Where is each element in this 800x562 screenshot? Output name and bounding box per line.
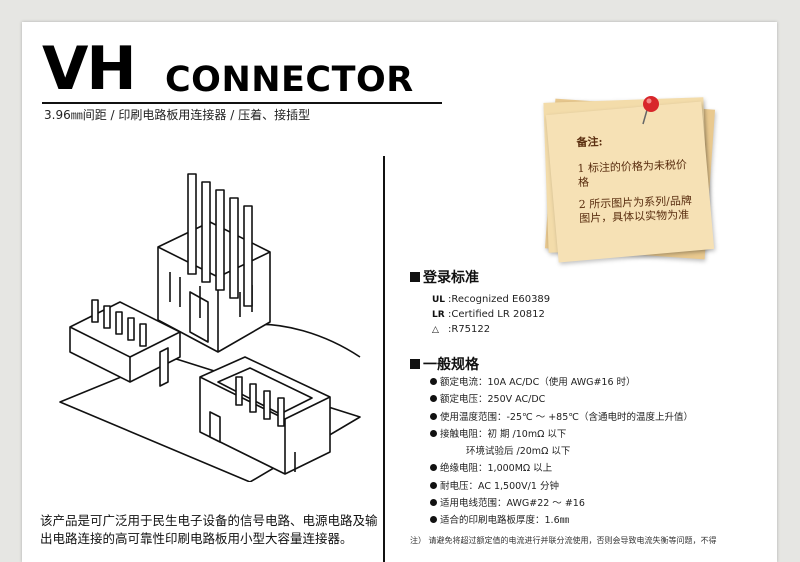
certification-list: UL:Recognized E60389 LR:Certified LR 208… bbox=[432, 292, 550, 337]
note-item: 1 标注的价格为未税价格 bbox=[577, 158, 688, 190]
push-pin-icon bbox=[642, 96, 659, 125]
spec-item: 额定电压：250V AC/DC bbox=[430, 391, 693, 408]
spec-item: 适合的印刷电路板厚度：1.6㎜ bbox=[430, 512, 693, 529]
cert-item: LR:Certified LR 20812 bbox=[432, 307, 550, 322]
connector-illustration bbox=[59, 173, 361, 482]
square-bullet-icon bbox=[410, 272, 420, 282]
ul-mark-icon: UL bbox=[432, 295, 446, 305]
header-rule bbox=[42, 102, 442, 104]
product-description: 该产品是可广泛用于民生电子设备的信号电路、电源电路及输出电路连接的高可靠性印刷电… bbox=[40, 513, 378, 546]
sticky-note: 备注: 1 标注的价格为未税价格 2 所示图片为系列/品牌图片，具体以实物为准 bbox=[542, 94, 717, 264]
spec-item: 额定电流：10A AC/DC（使用 AWG#16 时） bbox=[430, 374, 693, 391]
specs-heading: 一般规格 bbox=[410, 354, 479, 374]
triangle-mark-icon: △ bbox=[432, 325, 439, 335]
catalog-page: VH CONNECTOR 3.96㎜间距 / 印刷电路板用连接器 / 压着、接插… bbox=[22, 22, 777, 562]
note-item: 2 所示图片为系列/品牌图片，具体以实物为准 bbox=[578, 194, 693, 226]
footnote: 注） 请避免将超过额定值的电流进行并联分流使用，否则会导致电流失衡等问题，不得 bbox=[410, 536, 717, 545]
spec-item: 绝缘电阻：1,000MΩ 以上 bbox=[430, 460, 693, 477]
column-divider bbox=[383, 156, 385, 562]
cert-item: UL:Recognized E60389 bbox=[432, 292, 550, 307]
square-bullet-icon bbox=[410, 359, 420, 369]
brand-subtitle: CONNECTOR bbox=[165, 60, 414, 100]
cert-item: △:R75122 bbox=[432, 322, 550, 337]
note-title: 备注: bbox=[576, 135, 603, 150]
lr-mark-icon: LR bbox=[432, 310, 445, 320]
spec-item: 环境试验后 /20mΩ 以下 bbox=[466, 446, 571, 458]
spec-item: 使用温度范围：-25℃ ～ +85℃（含通电时的温度上升值） bbox=[430, 409, 693, 426]
page-subtitle: 3.96㎜间距 / 印刷电路板用连接器 / 压着、接插型 bbox=[44, 108, 311, 122]
spec-item: 接触电阻：初 期 /10mΩ 以下 bbox=[430, 426, 693, 443]
certification-heading: 登录标准 bbox=[410, 267, 479, 287]
brand-title: VH bbox=[42, 34, 137, 104]
specs-list: 额定电流：10A AC/DC（使用 AWG#16 时） 额定电压：250V AC… bbox=[430, 374, 693, 530]
spec-item: 适用电线范围：AWG#22 ～ #16 bbox=[430, 495, 693, 512]
spec-item: 耐电压：AC 1,500V/1 分钟 bbox=[430, 478, 693, 495]
